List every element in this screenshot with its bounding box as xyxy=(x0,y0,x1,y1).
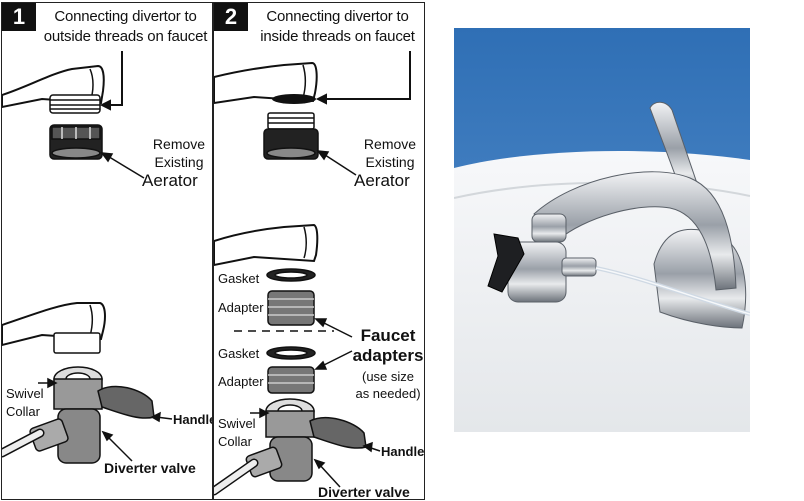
existing-label: Existing xyxy=(365,154,415,170)
collar-label: Collar xyxy=(6,404,40,419)
diverter-valve-label: Diverter valve xyxy=(104,460,196,476)
swivel-arrow xyxy=(250,407,270,419)
step-heading: Connecting divertor to inside threads on… xyxy=(250,7,424,47)
step-heading-line-1: Connecting divertor to xyxy=(54,8,197,25)
diverter-arrow xyxy=(313,458,341,488)
handle-arrow xyxy=(150,411,173,423)
faucet-spout-top xyxy=(214,61,318,105)
step-2-illustration xyxy=(214,51,411,496)
callout-line-1 xyxy=(99,51,123,111)
gasket-top xyxy=(266,268,316,282)
diverter-valve-label: Diverter valve xyxy=(318,484,410,500)
gasket-bottom-label: Gasket xyxy=(218,346,260,361)
gasket-top-label: Gasket xyxy=(218,271,260,286)
handle-arrow xyxy=(362,441,381,453)
adapter-bottom xyxy=(267,366,315,394)
adapter-top-label: Adapter xyxy=(218,300,264,315)
step-1-panel: 1 Connecting divertor to outside threads… xyxy=(1,2,213,500)
step-heading: Connecting divertor to outside threads o… xyxy=(38,7,212,47)
aerator-label: Aerator xyxy=(354,171,410,190)
aerator xyxy=(49,124,103,160)
callout-line-2 xyxy=(315,51,411,105)
step-number-badge: 1 xyxy=(2,3,36,31)
gasket-bottom xyxy=(266,346,316,360)
aerator-arrow xyxy=(100,152,145,179)
faucet-spout-middle xyxy=(214,223,319,267)
faucet-adapter-arrows xyxy=(314,318,353,370)
diverter-valve xyxy=(2,366,155,464)
diverter-valve xyxy=(214,398,367,496)
step-heading-line-2: inside threads on faucet xyxy=(260,28,415,45)
step-heading-line-1: Connecting divertor to xyxy=(266,8,409,25)
faucet-adapters-label-line-2: adapters xyxy=(352,346,424,365)
swivel-label: Swivel xyxy=(6,386,44,401)
faucet-adapters-label-line-1: Faucet xyxy=(360,326,416,345)
diverter-arrow xyxy=(101,430,133,462)
step-2-panel: 2 Connecting divertor to inside threads … xyxy=(213,2,425,500)
existing-label: Existing xyxy=(154,154,204,170)
faucet-photo xyxy=(454,28,750,432)
aerator xyxy=(263,112,319,160)
faucet-spout-bottom xyxy=(2,302,106,354)
step-number-badge: 2 xyxy=(214,3,248,31)
adapter-bottom-label: Adapter xyxy=(218,374,264,389)
use-size-label-line-2: as needed) xyxy=(355,386,421,401)
step-heading-line-2: outside threads on faucet xyxy=(43,28,208,45)
swivel-arrow xyxy=(38,377,58,389)
outside-threads xyxy=(49,94,101,114)
remove-label: Remove xyxy=(363,136,417,152)
handle-label: Handle xyxy=(381,444,425,459)
swivel-label: Swivel xyxy=(218,416,256,431)
step-1-illustration xyxy=(2,51,173,464)
handle-label: Handle xyxy=(173,412,213,427)
aerator-arrow xyxy=(316,150,357,176)
remove-label: Remove xyxy=(152,136,206,152)
aerator-label: Aerator xyxy=(142,171,198,190)
adapter-top xyxy=(267,290,315,326)
collar-label: Collar xyxy=(218,434,252,449)
faucet-photo-image xyxy=(454,28,750,432)
use-size-label-line-1: (use size xyxy=(361,369,415,384)
